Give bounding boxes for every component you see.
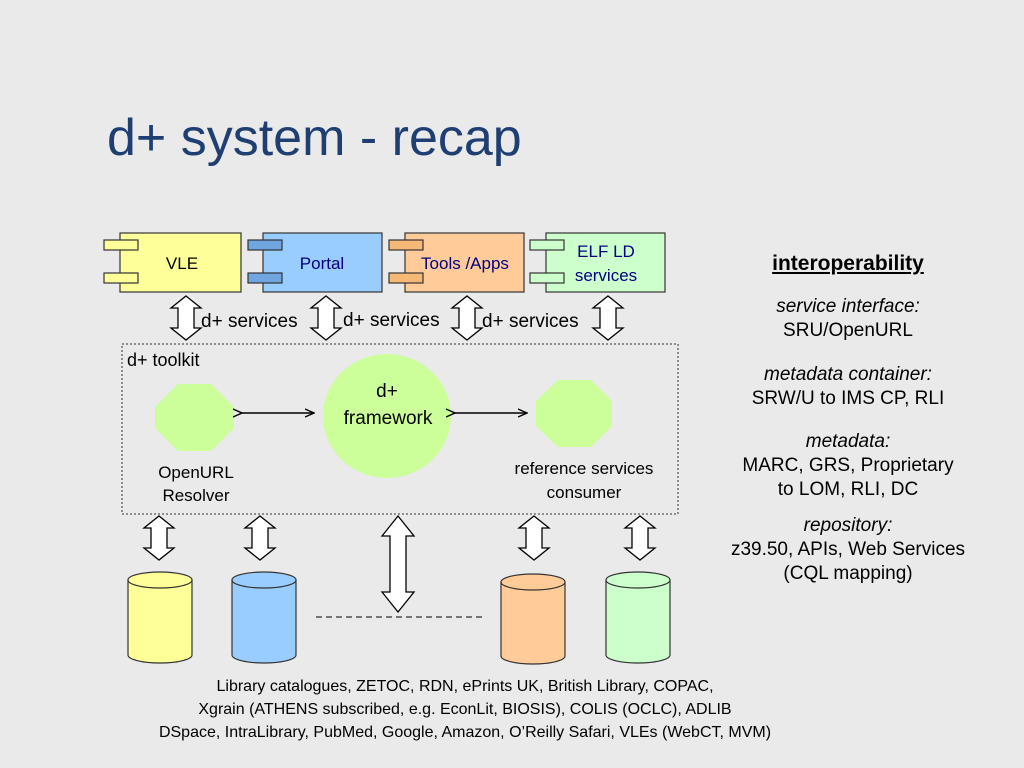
component-vle: VLE [103,232,242,293]
toolkit-box: d+ toolkit [121,343,679,515]
repository-cylinder [605,571,671,664]
service-interface-block: service interface: SRU/OpenURL [700,295,996,343]
component-label: services [575,266,637,285]
footer-line: Library catalogues, ZETOC, RDN, ePrints … [216,678,714,695]
component-label: ELF LD [577,242,635,261]
openurl-label: OpenURL [158,463,234,482]
framework-label: d+ [376,381,398,402]
footer-line: Xgrain (ATHENS subscribed, e.g. EconLit,… [198,701,732,718]
block-label: metadata: [805,431,891,452]
block-value: (CQL mapping) [783,563,913,584]
block-label: service interface: [776,296,920,317]
block-value: SRW/U to IMS CP, RLI [751,388,945,409]
openurl-label: Resolver [162,486,229,505]
service-label: d+ services [482,311,579,332]
block-label: repository: [803,515,893,536]
double-arrow [450,295,484,341]
block-value: z39.50, APIs, Web Services [730,539,966,560]
double-arrow [309,295,343,341]
repository-cylinder [500,573,566,665]
double-arrow [517,515,551,561]
component-portal: Portal [247,232,383,293]
toolkit-label: d+ toolkit [127,350,200,370]
component-label: VLE [166,254,198,273]
framework-label: framework [344,408,433,429]
repository-cylinder [231,571,297,664]
interoperability-heading: interoperability [772,252,924,275]
service-label: d+ services [343,310,440,331]
openurl-resolver-node [155,384,234,451]
block-value: MARC, GRS, Proprietary [742,455,954,476]
metadata-container-block: metadata container: SRW/U to IMS CP, RLI [700,363,996,411]
double-arrow [591,295,625,341]
block-value: SRU/OpenURL [783,320,913,341]
refservices-label: consumer [547,483,622,502]
reference-services-node [536,380,612,447]
double-arrow [243,515,277,561]
component-elf-ld-services: ELF LD services [529,232,666,293]
repository-block: repository: z39.50, APIs, Web Services (… [700,514,996,586]
component-label: Portal [300,254,344,273]
slide-title: d+ system - recap [107,109,522,167]
refservices-label: reference services [515,459,654,478]
metadata-block: metadata: MARC, GRS, Proprietary to LOM,… [700,430,996,502]
service-label: d+ services [201,311,298,332]
footer-sources: Library catalogues, ZETOC, RDN, ePrints … [60,675,870,744]
interoperability-panel: interoperability service interface: SRU/… [700,252,996,598]
d-plus-framework-node [323,354,451,478]
double-arrow [169,295,203,341]
footer-line: DSpace, IntraLibrary, PubMed, Google, Am… [158,724,772,741]
double-arrow [623,515,657,561]
repository-cylinder [127,571,193,664]
component-tools-apps: Tools /Apps [388,232,525,293]
double-arrow [380,514,416,614]
double-arrow [142,515,176,561]
component-label: Tools /Apps [421,254,509,273]
block-label: metadata container: [764,364,932,385]
block-value: to LOM, RLI, DC [777,479,919,500]
